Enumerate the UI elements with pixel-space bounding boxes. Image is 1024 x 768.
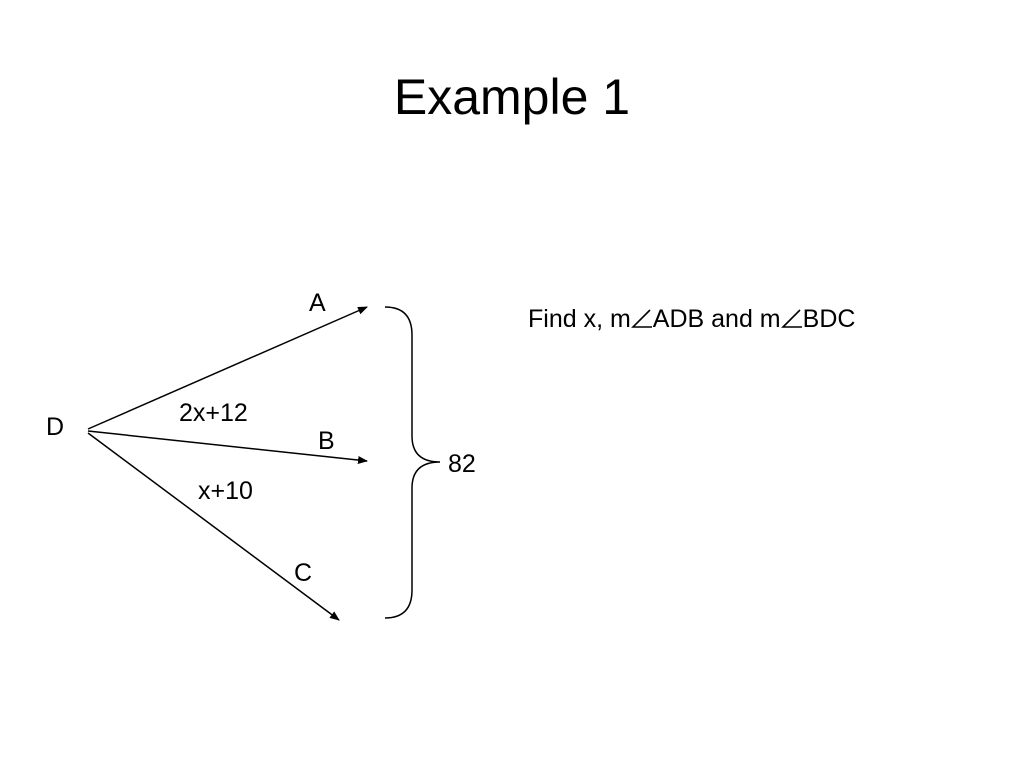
slide-title: Example 1 [393, 69, 631, 125]
ray-label-b: B [318, 427, 335, 455]
angle-label-adb: 2x+12 [179, 399, 248, 427]
total-angle-label: 82 [448, 450, 476, 478]
question-part-3: BDC [802, 305, 856, 333]
ray-label-a: A [309, 289, 326, 317]
angle-symbol-icon [630, 309, 652, 328]
angle-label-bdc: x+10 [198, 477, 253, 505]
question-part-2: ADB and m [652, 305, 781, 333]
angle-symbol-icon [780, 309, 802, 328]
ray-label-c: C [294, 559, 312, 587]
curly-brace [384, 306, 441, 619]
question-text: Find x, m ADB and m BDC [528, 302, 855, 336]
question-part-1: Find x, m [528, 305, 631, 333]
ray-dc [87, 432, 340, 621]
ray-db [87, 430, 368, 465]
vertex-label-d: D [46, 413, 64, 441]
ray-da [87, 306, 368, 430]
